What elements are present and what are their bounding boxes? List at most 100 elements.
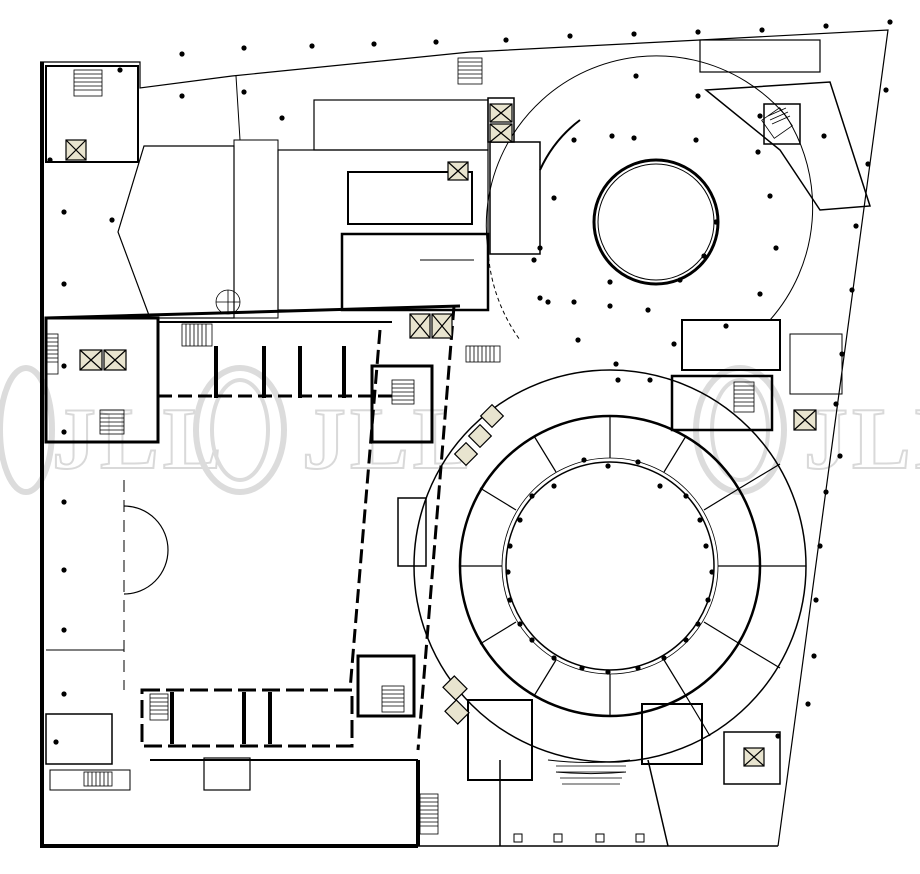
elevator-icon xyxy=(442,675,470,725)
column-icon xyxy=(61,209,67,215)
elevator-icon xyxy=(743,747,765,767)
stair-icon xyxy=(761,107,793,139)
column-icon xyxy=(709,569,715,575)
column-icon xyxy=(61,281,67,287)
watermark-text-center: JLL xyxy=(302,391,475,488)
column-icon xyxy=(837,453,843,459)
column-icon xyxy=(865,161,871,167)
column-icon xyxy=(775,733,781,739)
column-icon xyxy=(631,135,637,141)
stair-icon xyxy=(149,693,169,721)
column-icon xyxy=(61,627,67,633)
column-icon xyxy=(309,43,315,49)
column-icon xyxy=(615,377,621,383)
column-icon xyxy=(607,279,613,285)
column-icon xyxy=(817,543,823,549)
column-icon xyxy=(109,217,115,223)
stair-icon xyxy=(181,323,213,347)
column-icon xyxy=(849,287,855,293)
column-icon xyxy=(701,253,707,259)
column-icon xyxy=(529,637,535,643)
column-icon xyxy=(695,621,701,627)
column-icon xyxy=(53,739,59,745)
structural-columns xyxy=(47,19,893,745)
stair-icon xyxy=(45,333,59,375)
column-icon xyxy=(823,23,829,29)
elevator-cores xyxy=(65,103,817,767)
column-icon xyxy=(61,363,67,369)
column-icon xyxy=(61,429,67,435)
column-icon xyxy=(647,377,653,383)
column-icon xyxy=(703,543,709,549)
column-icon xyxy=(545,299,551,305)
stair-icon xyxy=(733,381,755,413)
stair-icon xyxy=(73,69,103,97)
column-icon xyxy=(505,569,511,575)
column-icon xyxy=(805,701,811,707)
upper-rotunda xyxy=(485,55,814,341)
column-icon xyxy=(811,653,817,659)
column-icon xyxy=(117,67,123,73)
column-icon xyxy=(551,483,557,489)
stair-icon xyxy=(556,765,626,785)
column-icon xyxy=(813,597,819,603)
column-icon xyxy=(241,89,247,95)
column-icon xyxy=(433,39,439,45)
column-icon xyxy=(61,691,67,697)
column-icon xyxy=(635,459,641,465)
entrance-markers xyxy=(513,833,645,843)
column-icon xyxy=(507,543,513,549)
column-icon xyxy=(671,341,677,347)
column-icon xyxy=(551,655,557,661)
elevator-icon xyxy=(447,161,469,181)
elevator-icon xyxy=(79,349,127,371)
column-icon xyxy=(683,637,689,643)
column-icon xyxy=(537,245,543,251)
column-icon xyxy=(677,277,683,283)
column-icon xyxy=(517,621,523,627)
column-icon xyxy=(61,567,67,573)
column-icon xyxy=(579,665,585,671)
column-icon xyxy=(507,597,513,603)
column-icon xyxy=(695,93,701,99)
column-icon xyxy=(371,41,377,47)
column-icon xyxy=(635,665,641,671)
stair-icon xyxy=(381,685,405,713)
column-icon xyxy=(661,655,667,661)
elevator-icon xyxy=(793,409,817,431)
left-wing xyxy=(44,304,461,791)
column-icon xyxy=(609,133,615,139)
stair-icon xyxy=(465,345,501,363)
column-icon xyxy=(683,493,689,499)
column-icon xyxy=(179,51,185,57)
stairs xyxy=(45,57,793,835)
column-icon xyxy=(759,27,765,33)
column-icon xyxy=(537,295,543,301)
column-icon xyxy=(883,87,889,93)
column-icon xyxy=(279,115,285,121)
column-icon xyxy=(531,257,537,263)
column-icon xyxy=(695,29,701,35)
column-icon xyxy=(581,457,587,463)
column-icon xyxy=(657,483,663,489)
column-icon xyxy=(551,195,557,201)
column-icon xyxy=(517,517,523,523)
column-icon xyxy=(839,351,845,357)
central-corridor xyxy=(348,305,456,751)
column-icon xyxy=(241,45,247,51)
column-icon xyxy=(605,669,611,675)
column-icon xyxy=(833,401,839,407)
column-icon xyxy=(503,37,509,43)
column-icon xyxy=(179,93,185,99)
building-outline xyxy=(40,29,889,848)
elevator-icon xyxy=(65,139,87,161)
column-icon xyxy=(757,291,763,297)
upper-left-rooms xyxy=(45,65,541,319)
column-icon xyxy=(575,337,581,343)
upper-right-rooms xyxy=(670,39,872,432)
column-icon xyxy=(605,463,611,469)
column-icon xyxy=(767,193,773,199)
stair-icon xyxy=(99,409,125,435)
column-icon xyxy=(631,31,637,37)
column-icon xyxy=(567,33,573,39)
